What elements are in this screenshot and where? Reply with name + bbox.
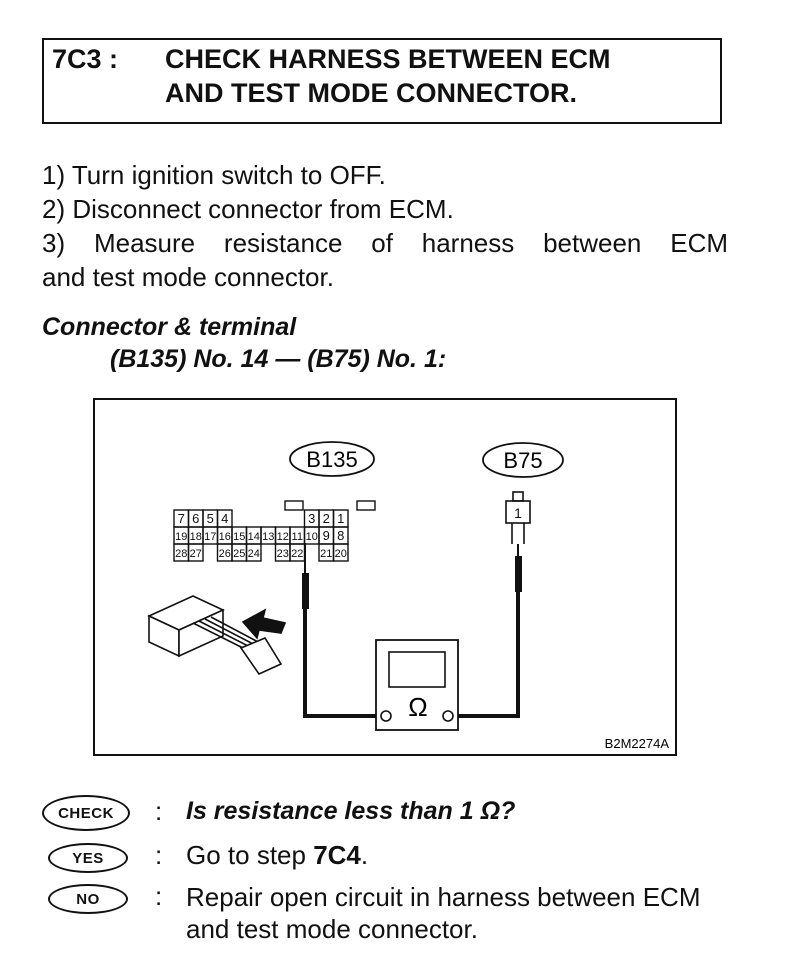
instruction-step-2: 2) Disconnect connector from ECM.	[42, 194, 454, 224]
b75-label: B75	[503, 448, 542, 473]
b135-terminal-label: 1	[337, 511, 344, 526]
header-title-line2: AND TEST MODE CONNECTOR.	[165, 78, 578, 108]
b135-terminal-label: 10	[306, 531, 318, 543]
b135-label-group: B135	[289, 441, 375, 477]
inset-connector-side	[178, 608, 224, 658]
ohmmeter-terminal-right	[442, 710, 454, 722]
yes-action: Go to step 7C4.	[186, 840, 368, 870]
b135-terminal-label: 9	[323, 528, 330, 543]
connector-title: Connector & terminal	[42, 313, 297, 341]
b135-terminal-cell	[187, 543, 204, 562]
yes-suffix: .	[360, 840, 369, 870]
no-badge: NO	[48, 884, 128, 914]
b135-latch-left	[284, 500, 304, 511]
step-id: 7C3 :	[52, 44, 119, 74]
b135-terminal-cell	[245, 543, 262, 562]
b135-terminal-label: 27	[190, 548, 202, 560]
b135-terminal-label: 28	[175, 548, 187, 560]
b135-terminal-cell	[332, 543, 349, 562]
b135-terminal-label: 20	[335, 548, 347, 560]
b135-terminal-label: 23	[277, 548, 289, 560]
b75-pin-label: 1	[514, 505, 522, 521]
b135-terminal-label: 15	[233, 531, 245, 543]
b135-terminal-label: 16	[219, 531, 231, 543]
yes-prefix: Go to step	[186, 840, 314, 870]
ohm-symbol: Ω	[408, 692, 427, 722]
ohmmeter-display	[388, 651, 446, 688]
b75-label-group: B75	[482, 442, 564, 478]
inset-wire-3	[204, 618, 260, 648]
ohmmeter: Ω	[375, 639, 459, 731]
b135-terminal-label: 5	[207, 511, 214, 526]
b135-terminal-label: 12	[277, 531, 289, 543]
ohmmeter-terminal-left	[380, 710, 392, 722]
b135-terminal-label: 7	[178, 511, 185, 526]
b135-terminal-label: 6	[192, 511, 199, 526]
b75-body	[505, 500, 531, 524]
b135-terminal-label: 4	[221, 511, 228, 526]
check-colon: :	[155, 796, 163, 826]
b135-terminal-label: 21	[320, 548, 332, 560]
b135-latch-right	[356, 500, 376, 511]
b135-terminal-label: 11	[292, 531, 303, 543]
wire-left	[303, 609, 381, 718]
b135-terminal-label: 26	[219, 548, 231, 560]
b135-terminal-label: 13	[262, 531, 274, 543]
probe-right	[515, 556, 522, 592]
connector-spec: (B135) No. 14 — (B75) No. 1:	[110, 345, 447, 373]
b135-terminal-label: 19	[175, 531, 187, 543]
b135-terminal-label: 2	[323, 511, 330, 526]
b75-connector: 1	[505, 491, 531, 544]
b135-terminal-label: 18	[190, 531, 202, 543]
b135-terminal-label: 24	[248, 548, 260, 560]
arrow-icon	[241, 608, 287, 640]
instruction-step-1: 1) Turn ignition switch to OFF.	[42, 160, 386, 190]
check-badge: CHECK	[42, 795, 130, 831]
b135-terminal-label: 22	[291, 548, 303, 560]
b135-terminal-label: 3	[308, 511, 315, 526]
b135-terminal-label: 25	[233, 548, 245, 560]
check-question: Is resistance less than 1 Ω?	[186, 797, 516, 825]
figure-code: B2M2274A	[605, 736, 670, 751]
instruction-step-3-continued: and test mode connector.	[42, 262, 334, 292]
no-action: Repair open circuit in harness between E…	[186, 882, 701, 944]
test-leads	[302, 543, 522, 718]
instruction-step-3: 3) Measure resistance of harness between…	[42, 228, 728, 258]
probe-left	[302, 573, 309, 609]
b135-label: B135	[306, 447, 357, 472]
b75-label-oval	[482, 442, 564, 478]
yes-colon: :	[155, 840, 163, 870]
b135-terminal-label: 14	[248, 531, 260, 543]
b135-label-oval	[289, 441, 375, 477]
no-colon: :	[155, 881, 163, 911]
header-box	[42, 38, 722, 124]
inset-wire-4	[210, 616, 263, 645]
inset-harness-sleeve	[239, 636, 283, 676]
wire-right	[453, 592, 520, 718]
yes-step-ref: 7C4	[313, 840, 361, 870]
yes-badge: YES	[48, 843, 128, 873]
b135-terminal-label: 17	[204, 531, 216, 543]
connector-inset	[147, 595, 287, 676]
b135-terminal-label: 8	[337, 528, 344, 543]
header-title-line1: CHECK HARNESS BETWEEN ECM	[165, 44, 611, 74]
